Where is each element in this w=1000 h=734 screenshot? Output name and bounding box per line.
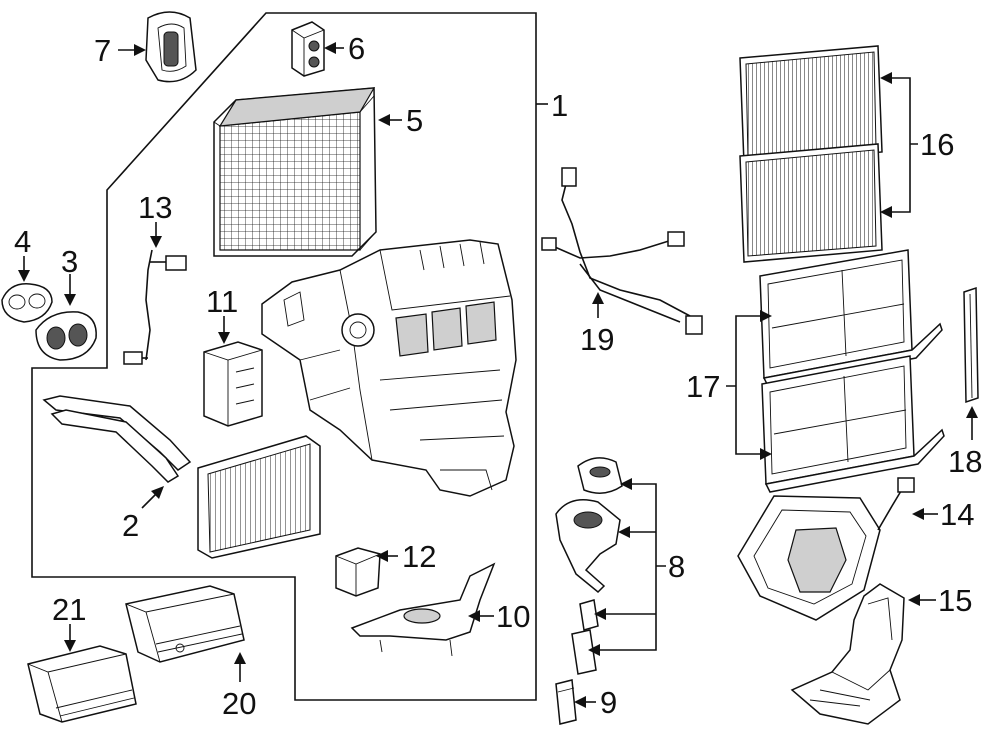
callout-2: 2: [122, 508, 139, 543]
assembly-boundary: [31, 12, 537, 701]
part-1-hvac-case: [261, 239, 517, 497]
part-8-sensor-body: [555, 499, 621, 594]
callout-14: 14: [940, 497, 974, 532]
part-12-mode-actuator: [335, 547, 381, 597]
part-13-sensor-harness: [123, 249, 187, 365]
callout-3: 3: [61, 244, 78, 279]
callout-7: 7: [94, 33, 111, 68]
callout-6: 6: [348, 31, 365, 66]
part-2-heater-core: [42, 395, 321, 559]
callout-15: 15: [938, 583, 972, 618]
part-19-wire-harness: [541, 167, 703, 335]
callout-17: 17: [686, 369, 720, 404]
part-14-blower-housing: [737, 477, 915, 621]
callout-10: 10: [496, 599, 530, 634]
part-15-duct: [790, 583, 905, 725]
callout-18: 18: [948, 444, 982, 479]
part-8-sensor-boot: [577, 457, 623, 494]
callout-13: 13: [138, 190, 172, 225]
part-9-sensor-probe: [555, 679, 577, 725]
part-8-sensor-tip: [571, 599, 599, 675]
callout-4: 4: [14, 224, 31, 259]
part-7-grommet: [145, 11, 197, 83]
callout-20: 20: [222, 686, 256, 721]
part-11-actuator: [203, 341, 263, 427]
part-10-duct: [350, 562, 496, 657]
part-4-seal: [1, 283, 53, 323]
callout-5: 5: [406, 103, 423, 138]
leader-lines: [18, 42, 978, 708]
part-18-seal-strip: [963, 286, 979, 404]
part-5-evaporator: [213, 87, 377, 257]
part-3-seal: [35, 311, 97, 361]
callout-21: 21: [52, 592, 86, 627]
part-21-control-unit: [27, 645, 137, 723]
callout-9: 9: [600, 685, 617, 720]
part-17-filter-frame-upper: [759, 249, 943, 387]
part-16-cabin-filter-upper: [739, 45, 883, 165]
callout-8: 8: [668, 549, 685, 584]
part-20-control-unit: [125, 585, 245, 663]
callout-12: 12: [402, 539, 436, 574]
callout-11: 11: [206, 284, 238, 319]
part-16-cabin-filter-lower: [739, 143, 883, 263]
callout-1: 1: [551, 88, 568, 123]
callout-16: 16: [920, 127, 954, 162]
callout-19: 19: [580, 322, 614, 357]
callout-labels: 1 2 3 4 5 6 7 8 9 10 11 12 13 14 15 16 1…: [14, 31, 982, 721]
part-6-expansion-valve: [291, 21, 325, 77]
